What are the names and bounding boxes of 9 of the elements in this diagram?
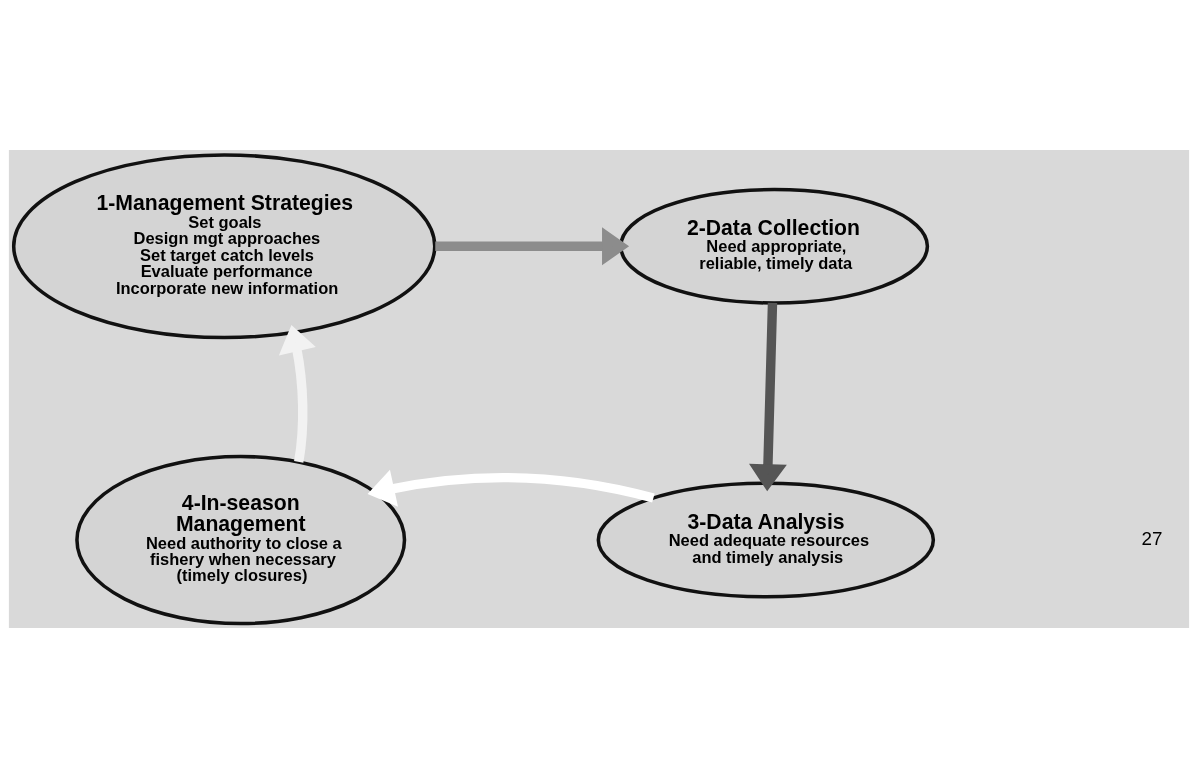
arrow [435, 226, 630, 265]
node-ellipse: 3-Data Analysis Need adequate resources and timely analysis [596, 481, 936, 598]
arrow [367, 469, 655, 507]
node-ellipse: 1-Management Strategies Set goals Design mgt approaches Set target catch levels Evaluate performance Incorporate new information [11, 152, 437, 339]
node-ellipse: 4-In-season Management Need authority to close a fishery when necessary (timely closures) [75, 454, 407, 625]
node-ellipse: 2-Data Collection Need appropriate, reliable, timely data [619, 187, 930, 305]
arrow [278, 324, 316, 463]
label: 27 [1141, 527, 1163, 549]
arrow [749, 302, 787, 491]
